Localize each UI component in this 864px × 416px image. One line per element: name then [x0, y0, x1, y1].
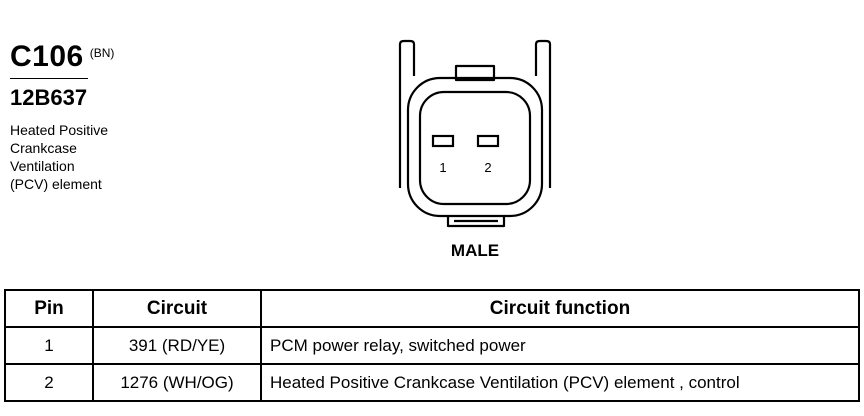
pin-terminal-1 — [431, 134, 455, 148]
description-line: Crankcase — [10, 140, 77, 156]
circuit-cell: 391 (RD/YE) — [92, 326, 262, 365]
connector-face-diagram: 1 2 — [398, 39, 552, 228]
header-divider — [10, 78, 88, 79]
part-number: 12B637 — [10, 85, 88, 110]
latch-outline — [398, 39, 552, 188]
pin-terminal-2 — [476, 134, 500, 148]
description-line: Heated Positive — [10, 122, 109, 138]
circuit-cell: 1276 (WH/OG) — [92, 363, 262, 402]
pin-label-2: 2 — [484, 160, 491, 175]
pin-cell: 1 — [4, 326, 94, 365]
polarization-key — [454, 64, 496, 82]
table-row: 2 1276 (WH/OG) Heated Positive Crankcase… — [4, 363, 860, 402]
connector-gender-label: MALE — [450, 241, 500, 260]
header-circuit: Circuit — [92, 289, 262, 328]
connector-id: C106 — [10, 40, 84, 73]
connector-color-code: (BN) — [89, 46, 115, 60]
pin-label-1: 1 — [439, 160, 446, 175]
description-line: (PCV) element — [10, 176, 102, 192]
connector-inner-face — [418, 90, 532, 206]
component-description: Heated Positive Crankcase Ventilation (P… — [10, 121, 160, 193]
connector-title-row: C106 (BN) — [10, 40, 190, 74]
header-function: Circuit function — [260, 289, 860, 328]
function-cell: Heated Positive Crankcase Ventilation (P… — [260, 363, 860, 402]
connector-header: C106 (BN) 12B637 Heated Positive Crankca… — [10, 40, 190, 193]
table-header-row: Pin Circuit Circuit function — [4, 289, 860, 328]
table-row: 1 391 (RD/YE) PCM power relay, switched … — [4, 326, 860, 365]
function-cell: PCM power relay, switched power — [260, 326, 860, 365]
pin-cell: 2 — [4, 363, 94, 402]
header-pin: Pin — [4, 289, 94, 328]
connector-housing — [406, 76, 544, 218]
bottom-tab — [446, 216, 506, 228]
pin-assignment-table: Pin Circuit Circuit function 1 391 (RD/Y… — [4, 289, 860, 402]
description-line: Ventilation — [10, 158, 75, 174]
